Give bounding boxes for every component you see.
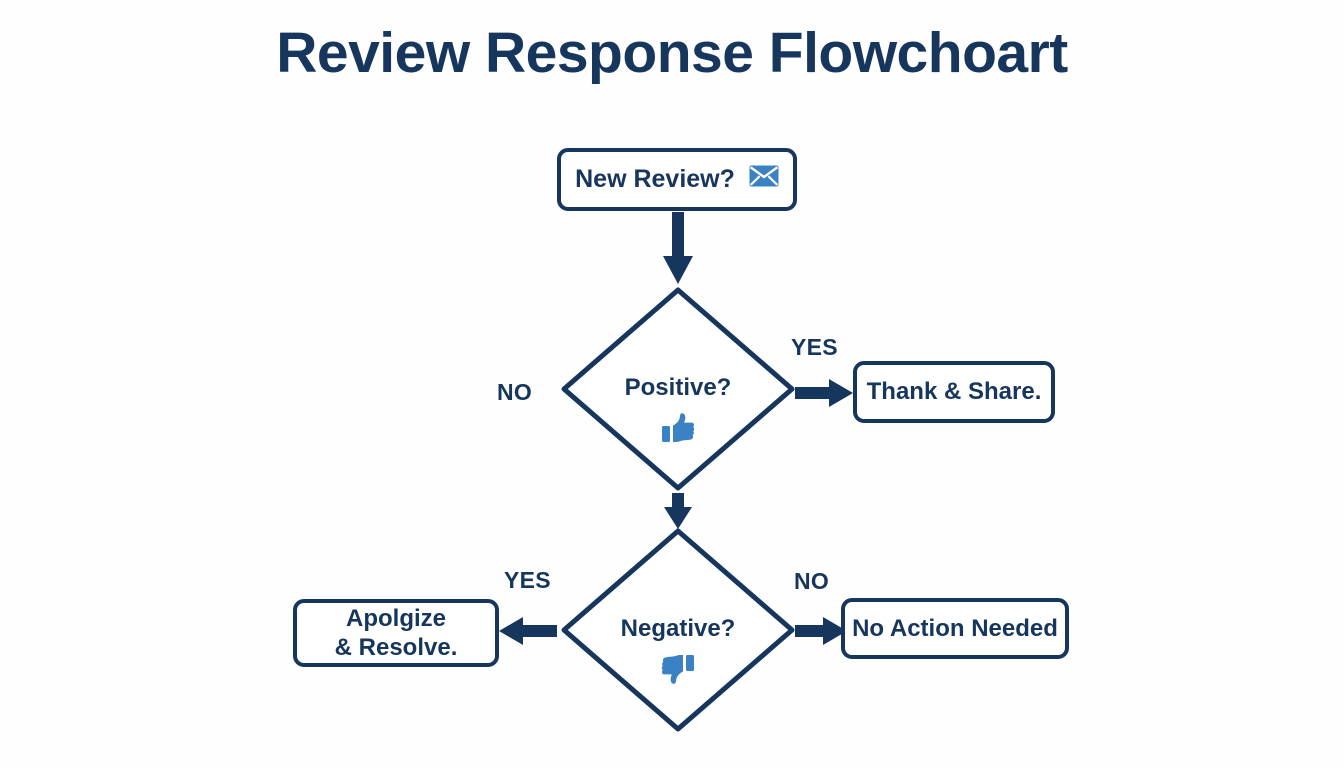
envelope-icon — [749, 164, 779, 195]
node-apologize-label-line2: & Resolve. — [334, 634, 458, 661]
node-apologize[interactable]: Apolgize & Resolve. — [293, 599, 499, 667]
node-new-review-label: New Review? — [575, 165, 735, 194]
arrow-negative-to-no-action — [795, 617, 847, 645]
edge-label-positive-yes: YES — [791, 334, 838, 360]
node-positive-decision[interactable]: Positive? — [558, 284, 798, 494]
arrow-review-to-positive — [663, 212, 693, 284]
node-apologize-label-line1: Apolgize — [346, 604, 446, 632]
edge-label-positive-no: NO — [497, 379, 533, 405]
node-apologize-content: Apolgize & Resolve. — [335, 604, 458, 663]
node-thank-share[interactable]: Thank & Share. — [853, 361, 1055, 423]
node-negative-decision[interactable]: Negative? — [558, 525, 798, 735]
node-new-review-content: New Review? — [575, 164, 779, 195]
edge-label-negative-no: NO — [794, 568, 830, 594]
arrow-positive-to-negative — [663, 493, 693, 529]
node-no-action[interactable]: No Action Needed — [841, 598, 1069, 659]
arrow-negative-to-apologize — [499, 617, 557, 645]
page-title: Review Response Flowchoart — [276, 21, 1068, 85]
arrow-positive-to-thank-share — [795, 379, 853, 407]
edge-label-negative-yes: YES — [504, 567, 551, 593]
node-no-action-label: No Action Needed — [852, 614, 1058, 642]
node-thank-share-label: Thank & Share. — [866, 378, 1042, 406]
node-new-review[interactable]: New Review? — [557, 148, 797, 211]
